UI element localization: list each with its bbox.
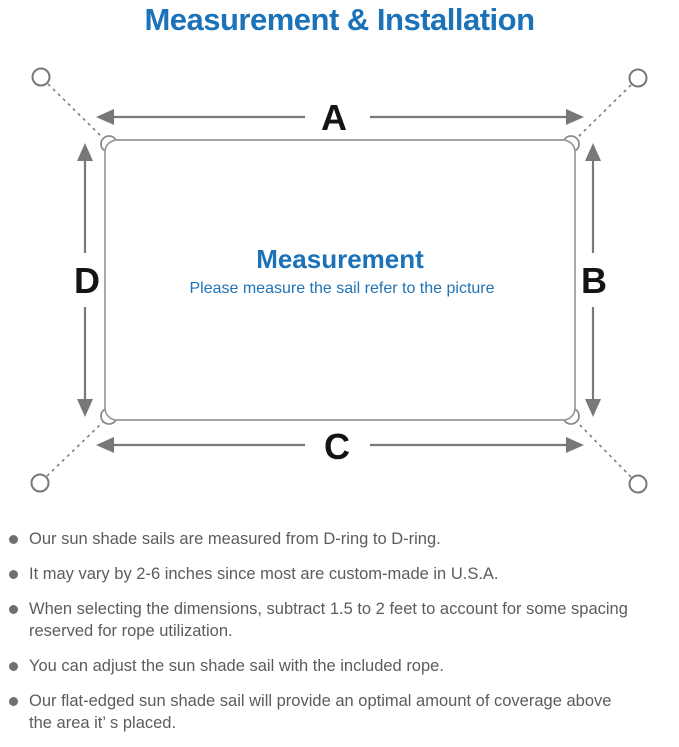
corner-tie-lines [46, 83, 632, 478]
arrow-d-head-top-icon [77, 143, 93, 161]
sail-outline [104, 139, 576, 421]
tie-line-bottom-left [46, 420, 105, 477]
bullet-dot-icon [9, 535, 18, 544]
mounting-ring-icon-top-left [31, 67, 51, 87]
anchor-rings [30, 67, 648, 494]
page-title: Measurement & Installation [144, 2, 535, 37]
arrow-a-head-right-icon [566, 109, 584, 125]
bullet-dot-icon [9, 605, 18, 614]
mounting-ring-icon-bottom-left [30, 473, 50, 493]
note-text: Our sun shade sails are measured from D-… [29, 530, 441, 548]
arrow-d-head-bottom-icon [77, 399, 93, 417]
measurement-diagram-svg: A D B C Measurement Please measure the s… [30, 67, 648, 494]
bullet-dot-icon [9, 697, 18, 706]
dimension-label-a: A [321, 97, 347, 138]
note-item-5: Our flat-edged sun shade sail will provi… [0, 690, 679, 734]
note-text: It may vary by 2-6 inches since most are… [29, 565, 499, 583]
notes-list: Our sun shade sails are measured from D-… [0, 528, 679, 747]
arrow-c-head-left-icon [96, 437, 114, 453]
note-text: Our flat-edged sun shade sail will provi… [29, 692, 612, 710]
diagram-center-heading: Measurement [256, 244, 424, 274]
note-text: When selecting the dimensions, subtract … [29, 600, 628, 618]
bullet-dot-icon [9, 570, 18, 579]
note-item-1: Our sun shade sails are measured from D-… [0, 528, 679, 550]
dimension-label-c: C [324, 426, 350, 467]
arrow-a-head-left-icon [96, 109, 114, 125]
dimension-label-b: B [581, 260, 607, 301]
dimension-label-d: D [74, 260, 100, 301]
tie-line-bottom-right [575, 420, 632, 478]
mounting-ring-icon-top-right [628, 68, 648, 88]
bullet-dot-icon [9, 662, 18, 671]
note-item-4: You can adjust the sun shade sail with t… [0, 655, 679, 677]
tie-line-top-left [47, 83, 105, 140]
tie-line-top-right [575, 84, 632, 140]
mounting-ring-icon-bottom-right [628, 474, 648, 494]
note-item-3: When selecting the dimensions, subtract … [0, 598, 679, 642]
note-item-2: It may vary by 2-6 inches since most are… [0, 563, 679, 585]
arrow-b-head-bottom-icon [585, 399, 601, 417]
note-text: the area it’ s placed. [29, 714, 177, 732]
diagram-center-subtitle: Please measure the sail refer to the pic… [189, 280, 494, 297]
arrow-b-head-top-icon [585, 143, 601, 161]
note-text: reserved for rope utilization. [29, 622, 233, 640]
arrow-c-head-right-icon [566, 437, 584, 453]
measurement-diagram: A D B C Measurement Please measure the s… [0, 55, 679, 515]
note-text: You can adjust the sun shade sail with t… [29, 657, 444, 675]
